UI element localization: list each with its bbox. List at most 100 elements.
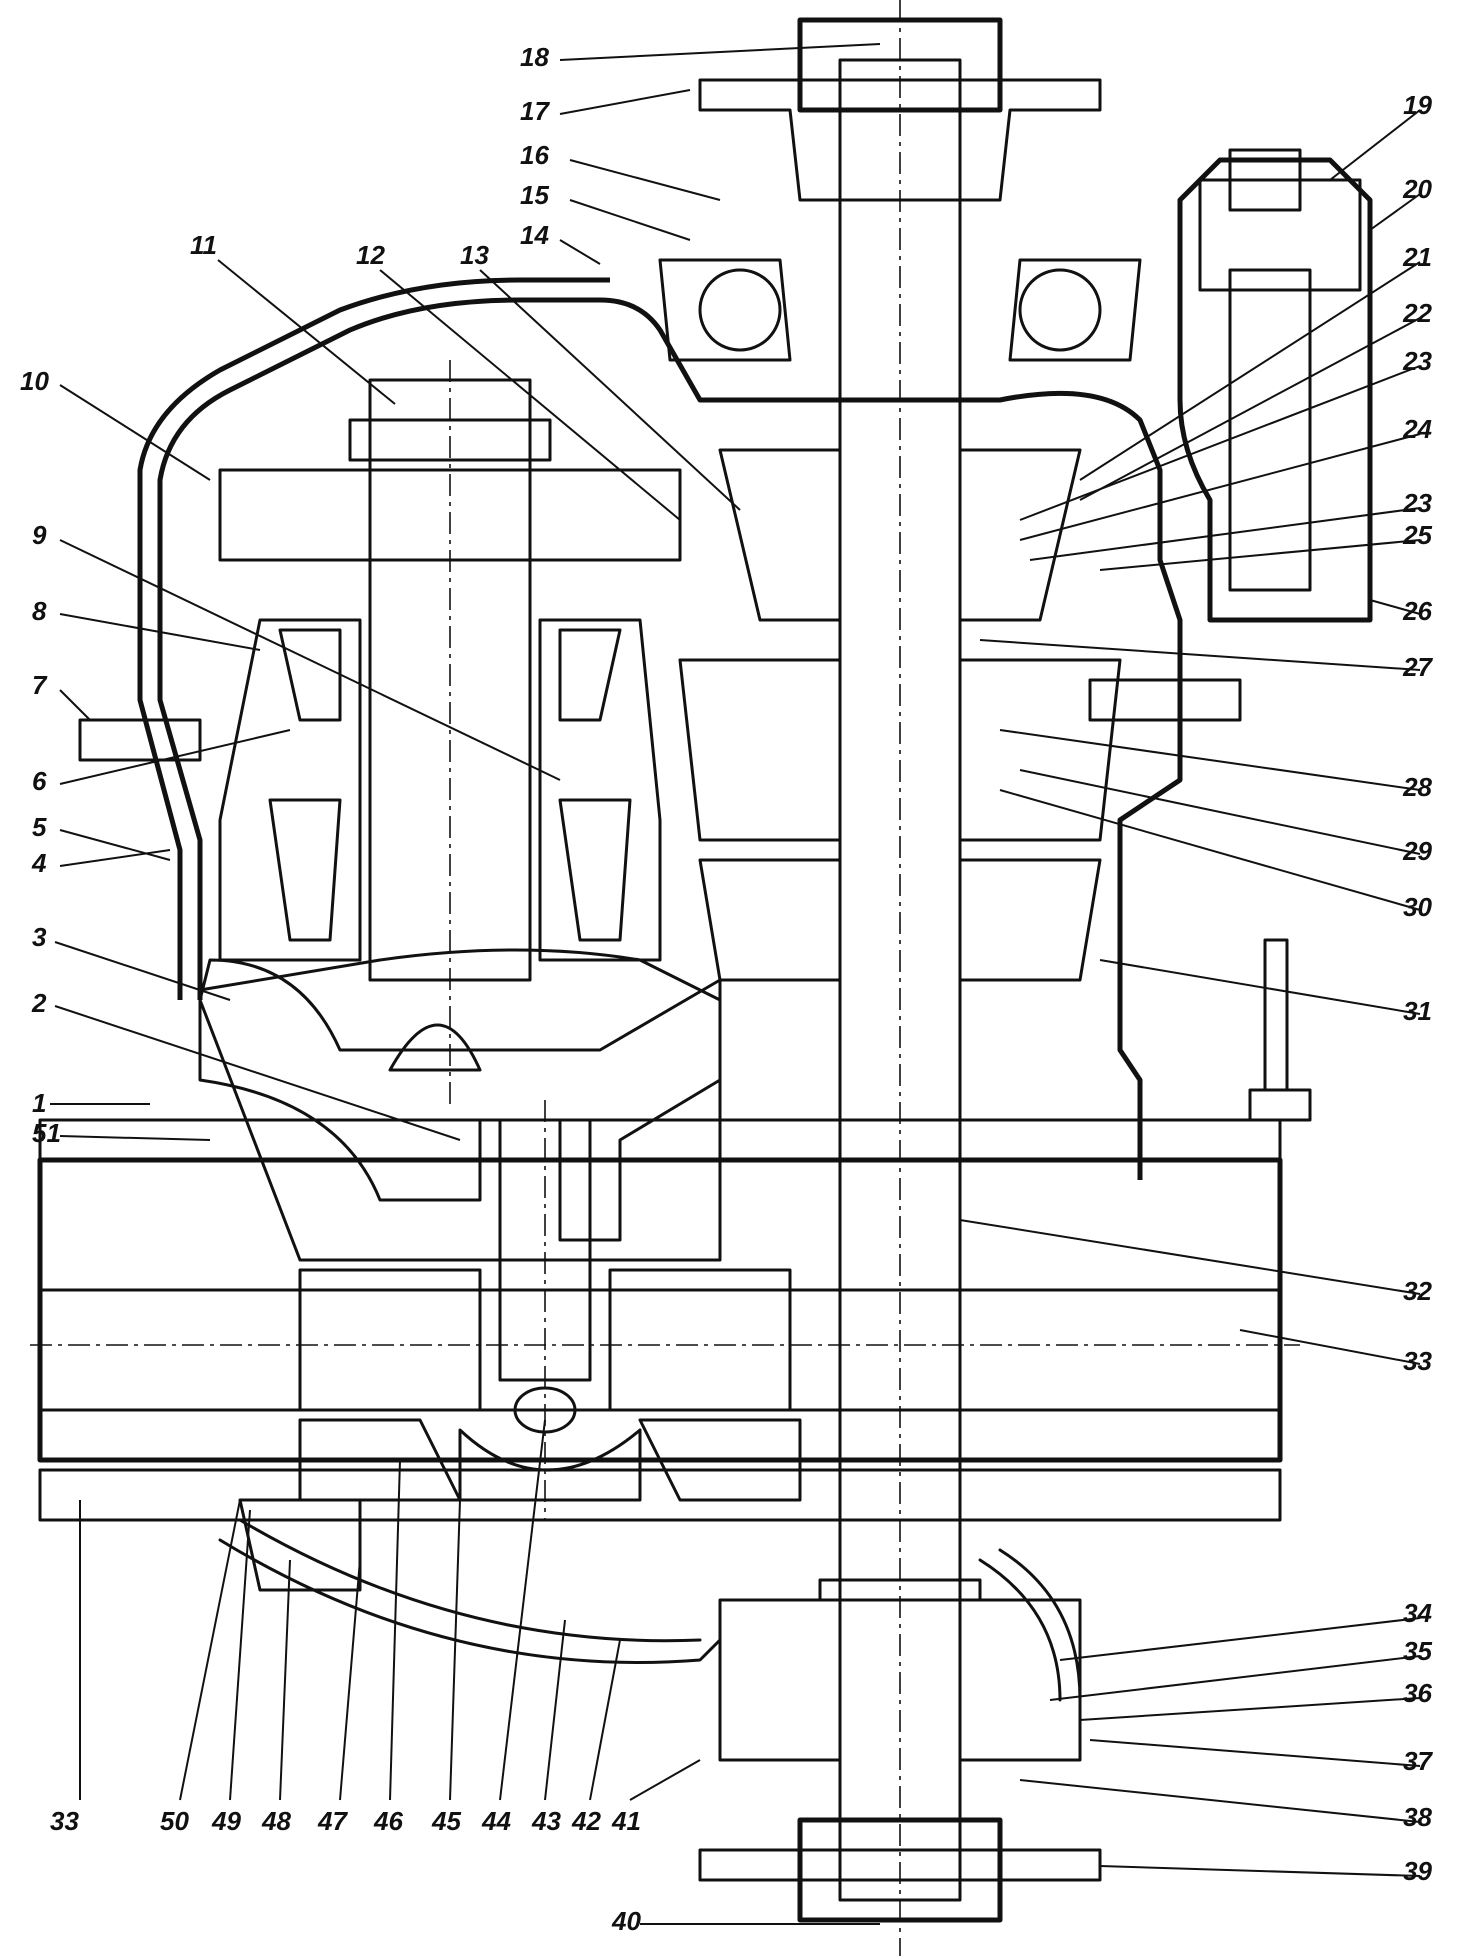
- leader-line-37: [1089, 1739, 1421, 1767]
- callout-label-40: 40: [611, 1906, 641, 1936]
- callout-label-26: 26: [1402, 596, 1432, 626]
- leader-line-36: [1079, 1697, 1421, 1721]
- callout-label-11: 11: [190, 230, 217, 260]
- lower-cover-plate: [218, 1498, 1082, 1702]
- callout-label-17: 17: [520, 96, 550, 126]
- leader-line-15: [569, 199, 691, 241]
- leader-line-22: [1079, 317, 1421, 501]
- leader-line-44: [499, 1419, 546, 1801]
- leader-line-28: [999, 729, 1421, 791]
- leader-line-48: [279, 1559, 291, 1801]
- leader-line-5: [59, 829, 171, 861]
- callout-label-37: 37: [1403, 1746, 1433, 1776]
- leader-line-18: [559, 43, 881, 61]
- callout-label-36: 36: [1403, 1678, 1432, 1708]
- leader-line-14: [559, 239, 601, 265]
- leader-line-12: [379, 269, 681, 521]
- leader-line-19: [1329, 109, 1421, 181]
- callout-label-9: 9: [32, 520, 47, 550]
- callout-label-20: 20: [1402, 174, 1432, 204]
- callout-label-27: 27: [1402, 652, 1433, 682]
- callout-label-8: 8: [32, 596, 47, 626]
- leader-line-16: [569, 159, 721, 201]
- callout-label-7: 7: [32, 670, 48, 700]
- callout-label-25: 25: [1402, 520, 1432, 550]
- leader-line-47: [339, 1559, 361, 1801]
- leader-line-23a: [1019, 365, 1421, 521]
- callout-label-15: 15: [520, 180, 549, 210]
- callout-label-18: 18: [520, 42, 549, 72]
- callout-label-49: 49: [211, 1806, 241, 1836]
- leader-line-39: [1099, 1865, 1421, 1877]
- leader-line-46: [389, 1459, 401, 1801]
- leader-line-10: [59, 384, 211, 481]
- crown-wheel: [198, 948, 722, 1242]
- callout-label-38: 38: [1403, 1802, 1432, 1832]
- leader-line-38: [1019, 1779, 1421, 1823]
- leader-line-41: [629, 1759, 701, 1801]
- leader-line-4: [59, 849, 171, 867]
- leader-line-17: [559, 89, 691, 115]
- leader-line-26: [1369, 599, 1421, 615]
- main-housing: [78, 277, 1242, 1180]
- callout-label-43: 43: [531, 1806, 561, 1836]
- callout-label-19: 19: [1403, 90, 1432, 120]
- callout-label-42: 42: [571, 1806, 601, 1836]
- leader-line-43: [544, 1619, 566, 1801]
- leader-line-30: [999, 789, 1421, 911]
- callout-label-22: 22: [1402, 298, 1432, 328]
- leader-line-27: [979, 639, 1421, 671]
- leader-line-33b: [1239, 1329, 1421, 1365]
- leader-line-8: [59, 613, 261, 651]
- callout-label-33b: 33: [1403, 1346, 1432, 1376]
- leader-line-24: [1019, 433, 1421, 541]
- callout-label-16: 16: [520, 140, 549, 170]
- leader-line-21: [1079, 261, 1421, 481]
- callout-label-12: 12: [356, 240, 385, 270]
- leader-line-25: [1099, 539, 1421, 571]
- right-upper-cover: [1177, 148, 1373, 623]
- dipstick: [1248, 938, 1312, 1122]
- leader-line-31: [1099, 959, 1421, 1015]
- callout-label-32: 32: [1403, 1276, 1432, 1306]
- callout-label-14: 14: [520, 220, 549, 250]
- callout-label-46: 46: [373, 1806, 403, 1836]
- callout-label-1: 1: [32, 1088, 46, 1118]
- leader-line-51: [59, 1135, 211, 1141]
- leader-line-11: [217, 259, 396, 405]
- callout-label-35: 35: [1403, 1636, 1432, 1666]
- callout-label-34: 34: [1403, 1598, 1432, 1628]
- callout-label-44: 44: [481, 1806, 511, 1836]
- callout-label-23b: 23: [1402, 488, 1432, 518]
- leader-line-6: [59, 729, 291, 785]
- leader-line-42: [589, 1639, 621, 1801]
- callout-label-3: 3: [32, 922, 47, 952]
- leader-line-9: [59, 539, 561, 781]
- callout-label-2: 2: [31, 988, 47, 1018]
- leader-line-32: [959, 1219, 1421, 1295]
- left-pinion-assembly: [218, 360, 682, 1110]
- callout-label-29: 29: [1402, 836, 1432, 866]
- leader-line-13: [479, 269, 741, 511]
- leader-line-20: [1369, 193, 1421, 231]
- leader-line-23b: [1029, 507, 1421, 561]
- callout-label-39: 39: [1403, 1856, 1432, 1886]
- callout-label-51: 51: [32, 1118, 61, 1148]
- callout-label-21: 21: [1402, 242, 1432, 272]
- callout-label-31: 31: [1403, 996, 1432, 1026]
- callout-label-13: 13: [460, 240, 489, 270]
- callout-label-23a: 23: [1402, 346, 1432, 376]
- callout-label-50: 50: [160, 1806, 189, 1836]
- leader-line-35: [1049, 1655, 1421, 1701]
- leader-line-29: [1019, 769, 1421, 855]
- leader-line-49: [229, 1509, 251, 1801]
- callout-label-5: 5: [32, 812, 47, 842]
- axle-shaft: [30, 1118, 1300, 1522]
- leader-line-45: [449, 1499, 461, 1801]
- callout-label-24: 24: [1402, 414, 1432, 444]
- callout-label-48: 48: [261, 1806, 291, 1836]
- callout-label-47: 47: [317, 1806, 348, 1836]
- callout-label-6: 6: [32, 766, 47, 796]
